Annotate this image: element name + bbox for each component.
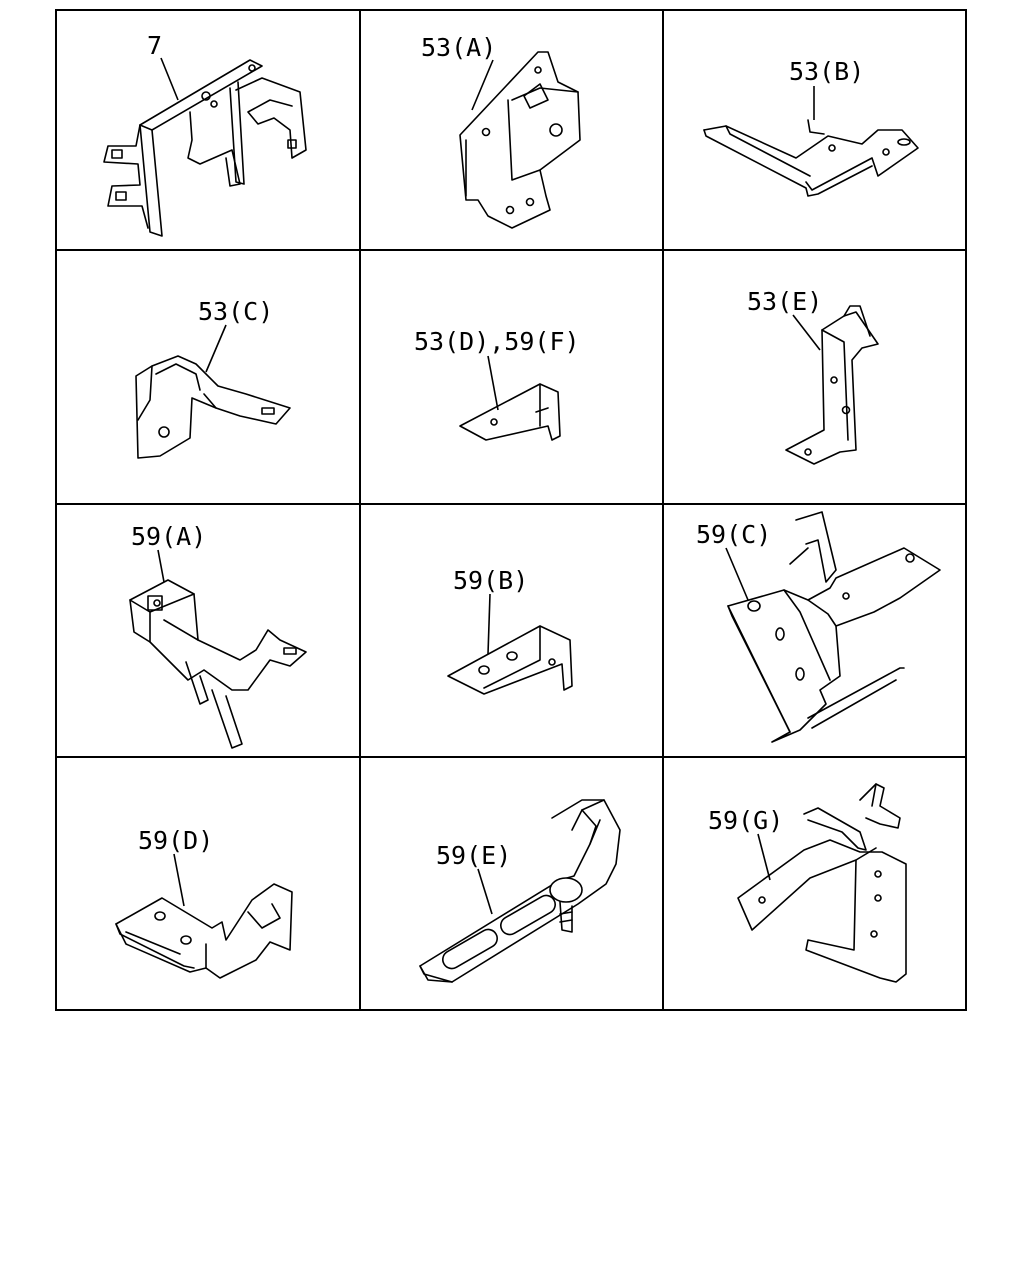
part-59e-cell: 59(E) bbox=[419, 799, 621, 983]
part-53d-59f-bracket-drawing bbox=[459, 383, 561, 441]
part-7-leader-line bbox=[160, 57, 179, 101]
part-53b-label: 53(B) bbox=[789, 57, 864, 86]
part-7-cell: 7 bbox=[103, 31, 307, 237]
part-59g-label: 59(G) bbox=[708, 806, 783, 835]
part-59d-leader-line bbox=[173, 853, 185, 907]
part-53a-bracket-drawing bbox=[459, 51, 581, 229]
part-53d-59f-label: 53(D),59(F) bbox=[414, 327, 580, 356]
part-53c-label: 53(C) bbox=[198, 297, 273, 326]
part-59d-bracket-drawing bbox=[115, 883, 293, 979]
part-53a-leader-line bbox=[471, 59, 494, 111]
part-59b-leader-line bbox=[487, 593, 491, 655]
part-59g-leader-line bbox=[757, 833, 771, 881]
part-53d-59f-cell: 53(D),59(F) bbox=[414, 327, 580, 441]
part-53b-cell: 53(B) bbox=[703, 57, 919, 197]
part-53c-cell: 53(C) bbox=[135, 297, 291, 459]
part-59e-bracket-drawing bbox=[419, 799, 621, 983]
part-53e-cell: 53(E) bbox=[747, 287, 879, 465]
part-53a-label: 53(A) bbox=[421, 33, 496, 62]
part-59b-label: 59(B) bbox=[453, 566, 528, 595]
part-59b-bracket-drawing bbox=[447, 625, 573, 695]
part-59c-bracket-drawing bbox=[727, 511, 941, 743]
part-59e-label: 59(E) bbox=[436, 841, 511, 870]
parts-grid bbox=[55, 9, 967, 1011]
part-59c-label: 59(C) bbox=[696, 520, 771, 549]
part-53e-leader-line bbox=[792, 314, 821, 351]
part-59b-cell: 59(B) bbox=[447, 566, 573, 695]
part-53c-leader-line bbox=[205, 324, 227, 373]
part-53e-label: 53(E) bbox=[747, 287, 822, 316]
part-53c-bracket-drawing bbox=[135, 355, 291, 459]
part-59a-bracket-drawing bbox=[129, 579, 307, 749]
part-59d-label: 59(D) bbox=[138, 826, 213, 855]
part-59a-cell: 59(A) bbox=[129, 522, 307, 749]
part-53d-59f-leader-line bbox=[487, 355, 499, 411]
part-59a-label: 59(A) bbox=[131, 522, 206, 551]
part-7-label: 7 bbox=[147, 31, 162, 60]
part-53e-bracket-drawing bbox=[785, 305, 879, 465]
part-59g-cell: 59(G) bbox=[708, 783, 907, 983]
part-53b-bracket-drawing bbox=[703, 119, 919, 197]
part-59c-leader-line bbox=[725, 547, 749, 601]
part-53a-cell: 53(A) bbox=[421, 33, 581, 229]
part-59d-cell: 59(D) bbox=[115, 826, 293, 979]
grid-outline bbox=[55, 9, 967, 1011]
part-59a-leader-line bbox=[157, 549, 165, 583]
part-59e-leader-line bbox=[477, 868, 493, 915]
part-7-bracket-drawing bbox=[103, 59, 307, 237]
part-59g-bracket-drawing bbox=[737, 783, 907, 983]
part-59c-cell: 59(C) bbox=[696, 511, 941, 743]
